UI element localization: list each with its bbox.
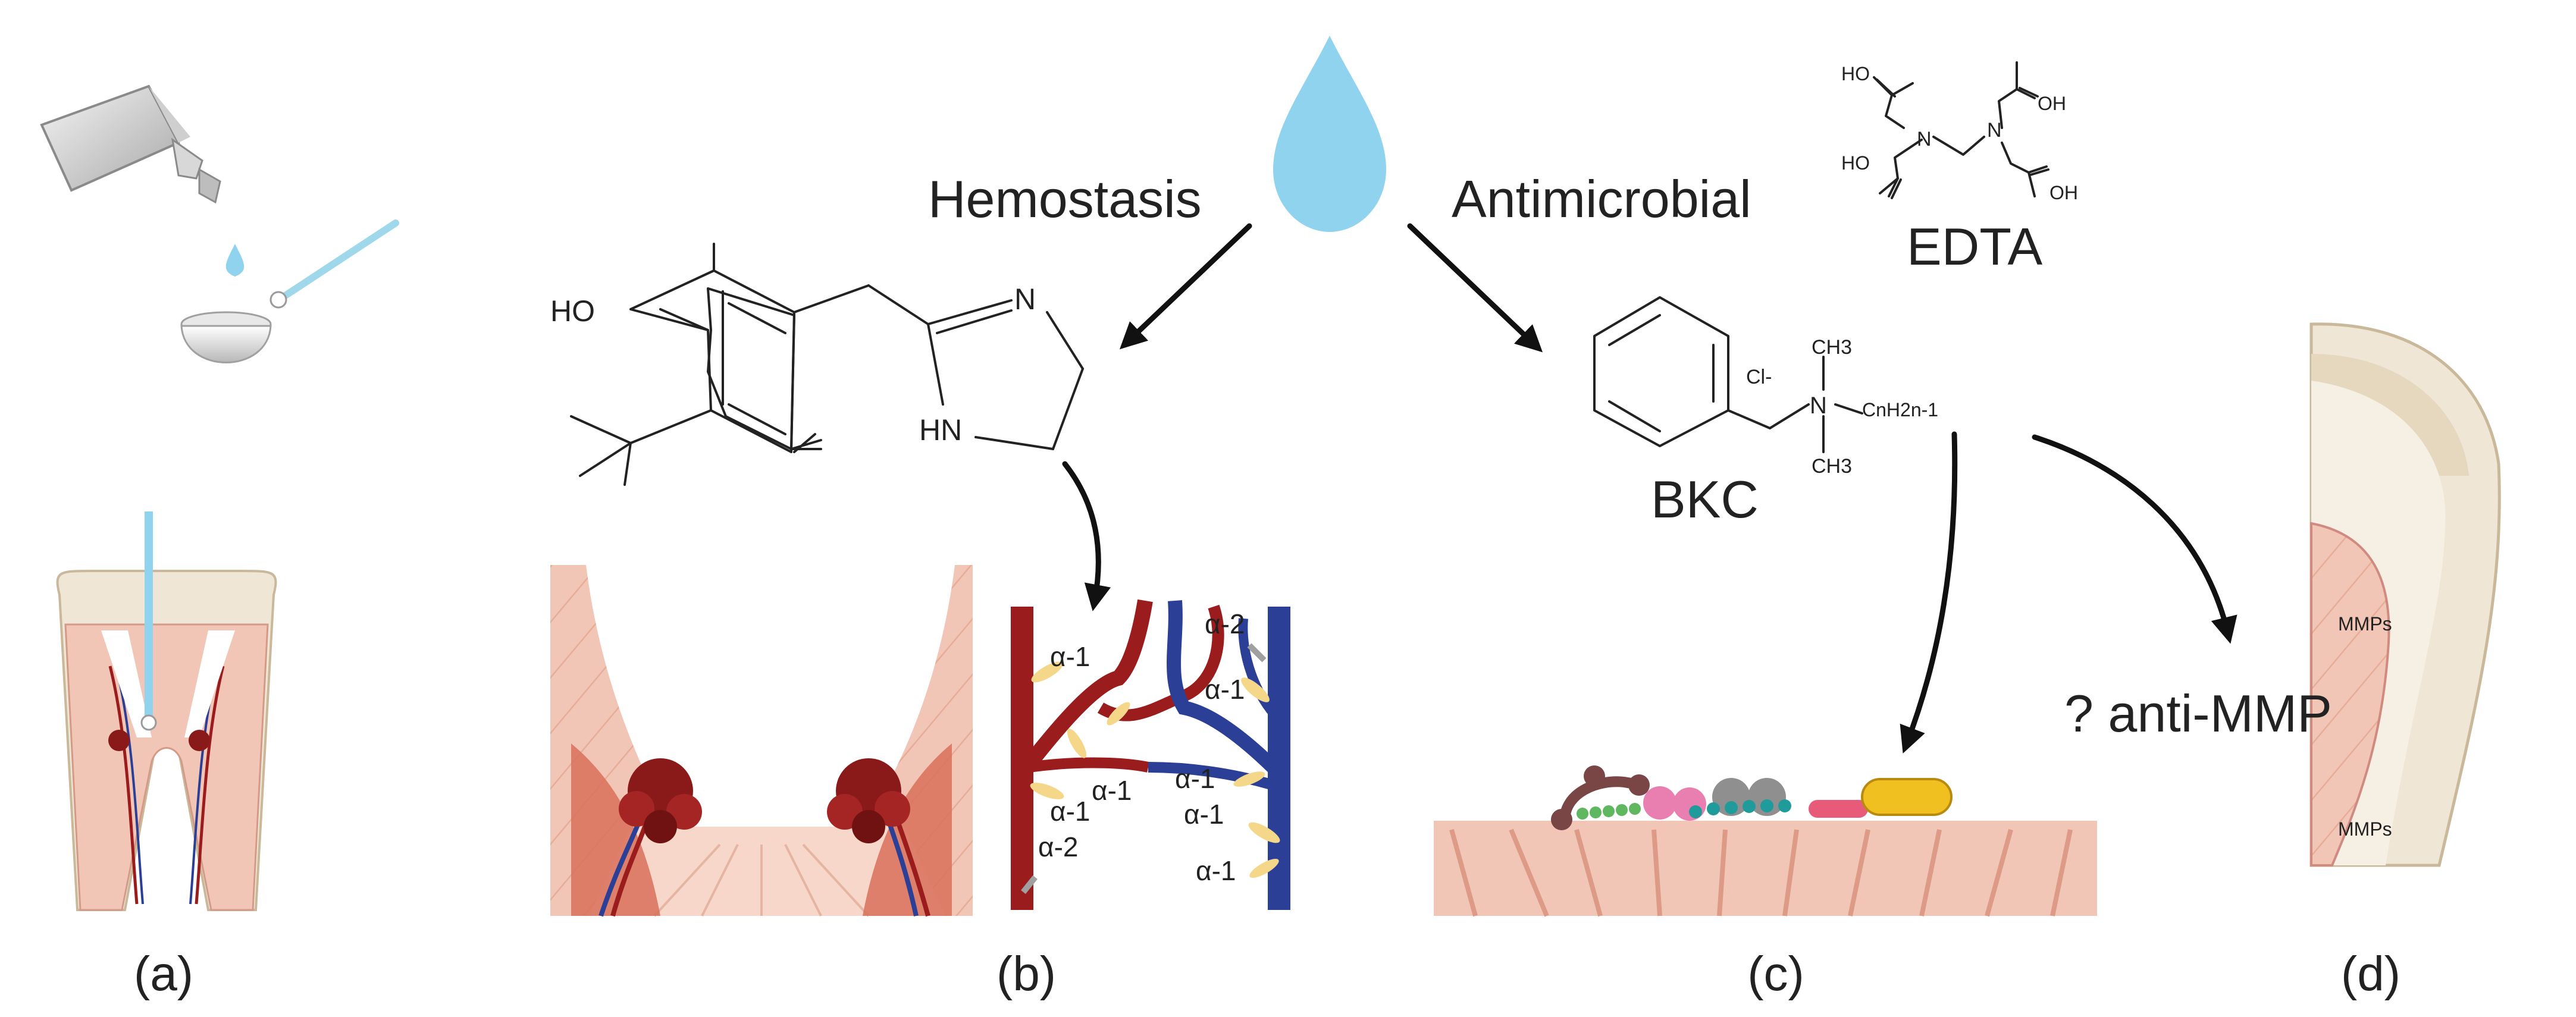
panel-c-biofilm xyxy=(1434,765,2097,917)
panel-b-tissue xyxy=(550,565,973,917)
panel-label-c: (c) xyxy=(1747,947,1804,1001)
bacteria-yellow-bacillus-icon xyxy=(1861,778,1953,816)
hemostasis-arrow xyxy=(1119,223,1252,350)
edta-n-right: N xyxy=(1987,119,2002,142)
bkc-cl: Cl- xyxy=(1746,366,1772,388)
blood-clot-left-icon xyxy=(619,758,702,843)
oxymetazoline-hn: HN xyxy=(919,413,962,447)
water-drop-icon xyxy=(1273,36,1386,232)
mmps-label-top: MMPs xyxy=(2338,613,2392,635)
oxymetazoline-ho: HO xyxy=(550,294,595,328)
bacteria-rod-icon xyxy=(1809,800,1868,818)
panel-label-d: (d) xyxy=(2341,947,2400,1001)
receptor-label: α-2 xyxy=(1038,831,1079,862)
blood-clot-right-icon xyxy=(827,758,910,843)
dropper-bottle-icon xyxy=(40,84,221,204)
receptor-label: α-1 xyxy=(1092,775,1132,806)
receptor-label: α-1 xyxy=(1050,796,1090,827)
bkc-to-mmp-arrow xyxy=(2032,434,2237,644)
bkc-n: N xyxy=(1810,393,1827,419)
oxymetazoline-n: N xyxy=(1014,282,1036,316)
receptor-label: α-1 xyxy=(1175,763,1215,794)
bkc-ch3-bottom: CH3 xyxy=(1812,455,1852,478)
edta-n-left: N xyxy=(1917,128,1932,150)
panel-a-illustration xyxy=(40,84,399,911)
oxymetazoline-to-vessel-arrow xyxy=(1062,461,1111,611)
edta-oh-bottom: OH xyxy=(2049,182,2078,203)
bkc-ch3-top: CH3 xyxy=(1812,336,1852,359)
mmps-label-bottom: MMPs xyxy=(2338,818,2392,840)
edta-oh-top: OH xyxy=(2038,93,2066,114)
receptor-label: α-1 xyxy=(1050,641,1090,672)
bowl-icon xyxy=(180,311,272,363)
oxymetazoline-structure: HO N HN xyxy=(550,243,1084,486)
edta-ho-top: HO xyxy=(1841,63,1870,84)
edta-structure: HO HO OH OH N N xyxy=(1841,61,2078,203)
bacteria-green-chain-icon xyxy=(1577,803,1641,820)
edta-label: EDTA xyxy=(1907,217,2042,276)
bkc-label: BKC xyxy=(1651,470,1759,529)
bkc-to-biofilm-arrow xyxy=(1900,431,1958,754)
panel-d-dentin: MMPs MMPs xyxy=(2309,322,2501,867)
receptor-label: α-1 xyxy=(1205,674,1245,705)
bacteria-teal-chain-icon xyxy=(1689,799,1791,818)
bacteria-gray-icon xyxy=(1712,778,1786,816)
panel-label-a: (a) xyxy=(134,947,193,1001)
small-drop-icon xyxy=(225,244,245,277)
bkc-chain: CnH2n-1 xyxy=(1862,399,1938,420)
panel-label-b: (b) xyxy=(996,947,1056,1001)
bkc-structure: Cl- N CH3 CH3 CnH2n-1 xyxy=(1593,296,1938,478)
receptor-label: α-1 xyxy=(1184,799,1224,830)
receptor-label: α-2 xyxy=(1205,608,1245,639)
cotton-applicator-icon xyxy=(269,219,399,309)
edta-ho-bottom: HO xyxy=(1841,152,1870,174)
antimicrobial-arrow xyxy=(1407,223,1543,353)
hemostasis-label: Hemostasis xyxy=(928,170,1202,228)
panel-b-vessels: α-1 α-1 α-1 α-1 α-1 α-1 α-1 α-2 α-2 xyxy=(1011,599,1290,910)
antimicrobial-label: Antimicrobial xyxy=(1452,170,1751,228)
anti-mmp-label: ? anti-MMP xyxy=(2064,684,2332,743)
receptor-label: α-1 xyxy=(1196,855,1236,886)
tooth-root-canal-icon xyxy=(56,511,277,911)
